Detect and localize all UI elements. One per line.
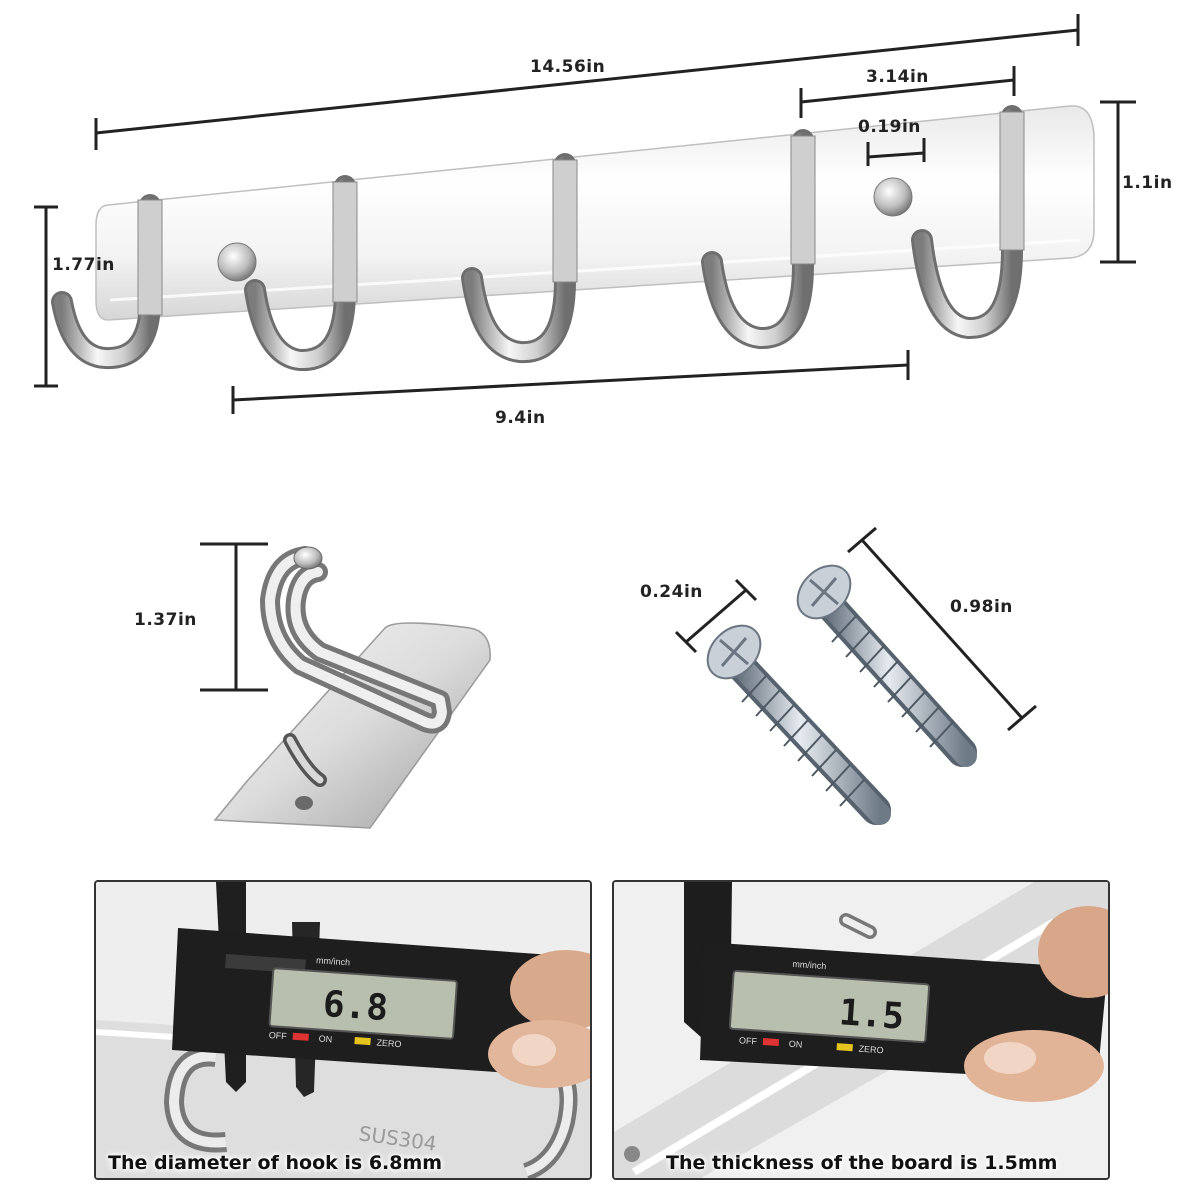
units-label: mm/inch xyxy=(316,955,351,967)
lcd-screen-board xyxy=(728,969,931,1044)
units-label-board: mm/inch xyxy=(792,959,827,971)
lcd-screen xyxy=(268,967,458,1040)
label-screw-length: 0.98in xyxy=(950,597,1013,617)
on-label-board: ON xyxy=(788,1039,802,1050)
caliper-scene-hook: SUS304 6.8 mm/inch OFF ON ZERO xyxy=(96,882,590,1178)
dimension-hook-spacing xyxy=(799,66,1016,118)
label-hole-diameter: 0.19in xyxy=(858,117,921,137)
off-button[interactable] xyxy=(292,1032,309,1041)
hook-3 xyxy=(461,153,578,364)
label-hook-height: 1.77in xyxy=(52,255,115,275)
hook-1 xyxy=(51,194,163,370)
rack-illustration: 14.56in 3.14in 0.19in 1.1in 1.77in xyxy=(34,14,1173,829)
dimension-hole-diameter xyxy=(866,138,926,166)
screw-right xyxy=(796,564,977,767)
dimension-hook-rise xyxy=(200,542,268,692)
zero-button-board[interactable] xyxy=(836,1043,853,1052)
label-total-length: 14.56in xyxy=(530,57,605,77)
hook-detail-plate xyxy=(213,622,491,829)
dimension-hook-span xyxy=(231,350,910,414)
dimension-hook-height xyxy=(34,205,58,388)
label-hook-span: 9.4in xyxy=(495,408,546,428)
caliper-photo-hook: SUS304 6.8 mm/inch OFF ON ZERO xyxy=(94,880,592,1180)
caliper-photo-board: 1.5 mm/inch OFF ON ZERO The thickness of… xyxy=(612,880,1110,1180)
label-hook-spacing: 3.14in xyxy=(866,67,929,87)
lcd-reading-board: 1.5 xyxy=(838,992,906,1037)
mount-knob-left xyxy=(217,242,257,282)
lcd-reading: 6.8 xyxy=(322,984,390,1029)
hook-4 xyxy=(701,129,816,349)
label-hook-rise: 1.37in xyxy=(134,610,197,630)
caliper-scene-board: 1.5 mm/inch OFF ON ZERO xyxy=(614,882,1108,1178)
label-screw-head: 0.24in xyxy=(640,582,703,602)
label-board-height: 1.1in xyxy=(1122,173,1173,193)
zero-button[interactable] xyxy=(354,1037,371,1046)
dimension-total-length xyxy=(94,14,1080,150)
hook-2 xyxy=(244,175,358,371)
on-label: ON xyxy=(318,1034,332,1045)
caption-hook-diameter: The diameter of hook is 6.8mm xyxy=(108,1152,443,1174)
dimension-screw-head xyxy=(674,578,758,654)
dimension-board-height xyxy=(1100,100,1136,264)
dimension-screw-length xyxy=(847,526,1037,732)
hook-5 xyxy=(911,105,1025,339)
zero-label-board: ZERO xyxy=(858,1044,884,1056)
caption-board-thickness: The thickness of the board is 1.5mm xyxy=(666,1152,1058,1174)
off-button-board[interactable] xyxy=(762,1037,780,1047)
hook-detail xyxy=(213,546,491,829)
screw-left xyxy=(706,624,891,825)
off-label: OFF xyxy=(268,1030,287,1041)
mount-knob-right xyxy=(873,177,913,217)
off-label-board: OFF xyxy=(739,1035,758,1046)
zero-label: ZERO xyxy=(376,1038,402,1050)
